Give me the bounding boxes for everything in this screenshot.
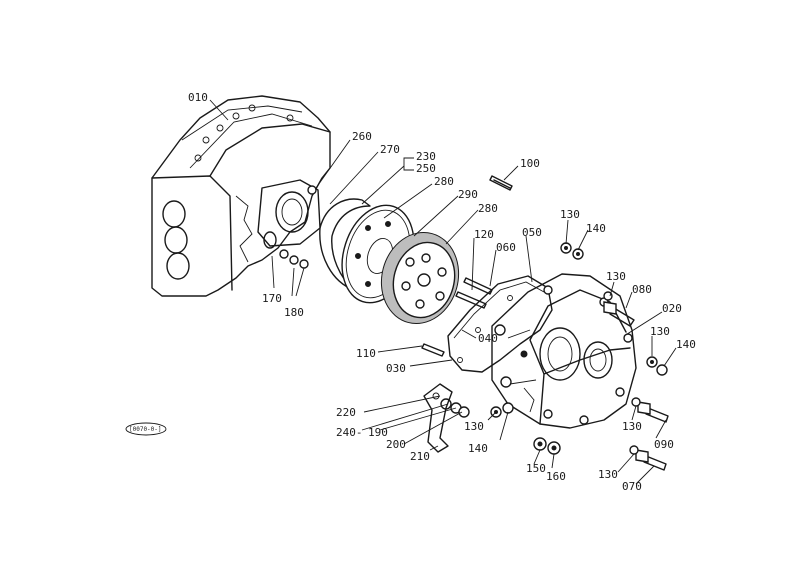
label-080: 080 [632,283,652,296]
label-130-e: 130 [622,420,642,433]
label-280-lower: 280 [478,202,498,215]
label-180: 180 [284,306,304,319]
label-190: 190 [368,426,388,439]
figure-stamp: [0070-0-] [125,422,167,436]
label-140-c: 140 [468,442,488,455]
figure-stamp-text: [0070-0-] [129,426,162,433]
label-140-a: 140 [586,222,606,235]
bolt-090 [637,401,669,423]
label-130-f: 130 [598,468,618,481]
label-020: 020 [662,302,682,315]
label-130-a: 130 [560,208,580,221]
label-150: 150 [526,462,546,475]
label-210: 210 [410,450,430,463]
label-060: 060 [496,241,516,254]
part-labels: 010 260 270 230 250 280 290 280 100 050 … [188,91,696,493]
label-280-upper: 280 [434,175,454,188]
label-220: 220 [336,406,356,419]
bolt-080 [603,301,635,327]
label-110: 110 [356,347,376,360]
label-070: 070 [622,480,642,493]
label-240: 240- [336,426,363,439]
label-130-c: 130 [650,325,670,338]
label-170: 170 [262,292,282,305]
clutch-housing [491,273,637,429]
label-030: 030 [386,362,406,375]
bolt-070 [635,449,667,471]
label-090: 090 [654,438,674,451]
label-100: 100 [520,157,540,170]
label-270: 270 [380,143,400,156]
label-040: 040 [478,332,498,345]
leader-lines [209,99,677,485]
label-200: 200 [386,438,406,451]
gasket-030 [447,275,553,373]
seal-plate-250 [319,198,371,291]
label-230: 230 [416,150,436,163]
label-120: 120 [474,228,494,241]
label-160: 160 [546,470,566,483]
stud-120 [455,291,487,309]
stud-110 [421,343,445,357]
label-130-d: 130 [464,420,484,433]
drive-plate-290 [380,231,460,325]
label-010: 010 [188,91,208,104]
label-260: 260 [352,130,372,143]
label-130-b: 130 [606,270,626,283]
label-250: 250 [416,162,436,175]
stud-060 [463,277,493,295]
label-290: 290 [458,188,478,201]
bracket-210 [423,383,453,453]
stud-100 [489,175,513,191]
label-050: 050 [522,226,542,239]
label-140-b: 140 [676,338,696,351]
